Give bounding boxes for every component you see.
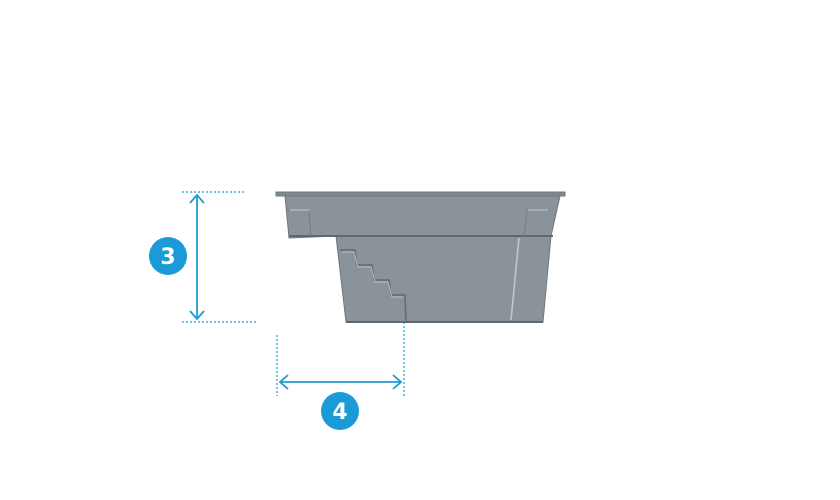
depth-badge-circle (149, 237, 187, 275)
step-length-badge-circle (321, 392, 359, 430)
pool-body (335, 235, 552, 323)
pool-wall-highlight (510, 237, 520, 321)
step-arrow-head-right (392, 374, 403, 390)
step-length-badge: 4 (321, 392, 359, 430)
step-arrow-head-left (278, 374, 289, 390)
pool-bench (279, 195, 561, 239)
depth-arrow-head-top (189, 193, 205, 204)
pool-rim (275, 191, 566, 197)
pool-steps-highlight (342, 251, 403, 298)
depth-badge-label: 3 (160, 245, 175, 270)
depth-arrow-head-bottom (189, 310, 205, 321)
depth-badge: 3 (149, 237, 187, 275)
pool-shell (275, 191, 566, 323)
step-length-badge-label: 4 (332, 400, 347, 425)
depth-dimension: 3 (149, 191, 257, 323)
step-length-dimension: 4 (276, 322, 405, 430)
